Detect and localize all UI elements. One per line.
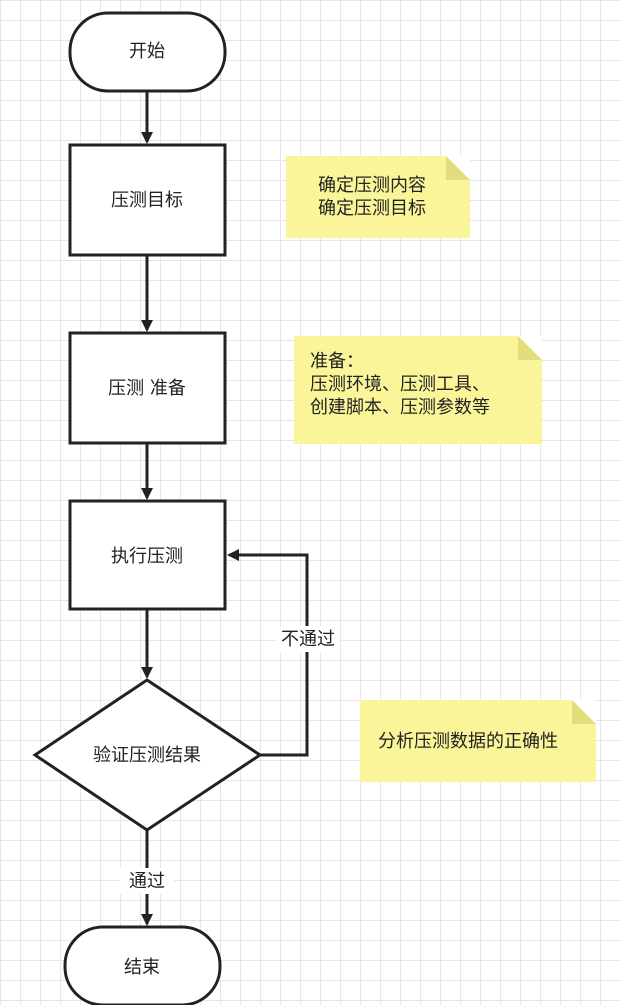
end-label: 结束: [124, 957, 160, 978]
fail-label-bg: [276, 626, 340, 652]
note-fold-corner: [518, 336, 542, 360]
pass-label: 通过: [129, 871, 165, 892]
prepare-label: 压测 准备: [108, 378, 186, 399]
goal-note-line-2: 确定压测目标: [318, 198, 426, 219]
note-fold-corner: [446, 156, 470, 180]
goal-process-box: [68, 143, 227, 257]
pass-label-bg: [120, 868, 174, 894]
prepare-note: 准备： 压测环境、压测工具、 创建脚本、压测参数等: [294, 336, 542, 444]
end-terminal: [63, 925, 222, 1005]
prepare-note-line-2: 压测环境、压测工具、: [310, 374, 490, 395]
arrow-fail-loop: [227, 549, 309, 757]
execute-label: 执行压测: [111, 546, 183, 567]
start-label: 开始: [129, 41, 165, 62]
verify-label: 验证压测结果: [93, 745, 201, 766]
prepare-note-line-1: 准备：: [310, 351, 364, 372]
goal-label: 压测目标: [111, 190, 183, 211]
goal-note-line-1: 确定压测内容: [318, 175, 426, 196]
execute-process-box: [68, 499, 227, 611]
note-fold-corner: [572, 700, 596, 724]
fail-label: 不通过: [281, 629, 335, 650]
verify-note: 分析压测数据的正确性: [360, 700, 596, 782]
goal-note: 确定压测内容 确定压测目标: [286, 156, 470, 238]
prepare-note-line-3: 创建脚本、压测参数等: [310, 397, 490, 418]
verify-note-line-1: 分析压测数据的正确性: [378, 731, 558, 752]
